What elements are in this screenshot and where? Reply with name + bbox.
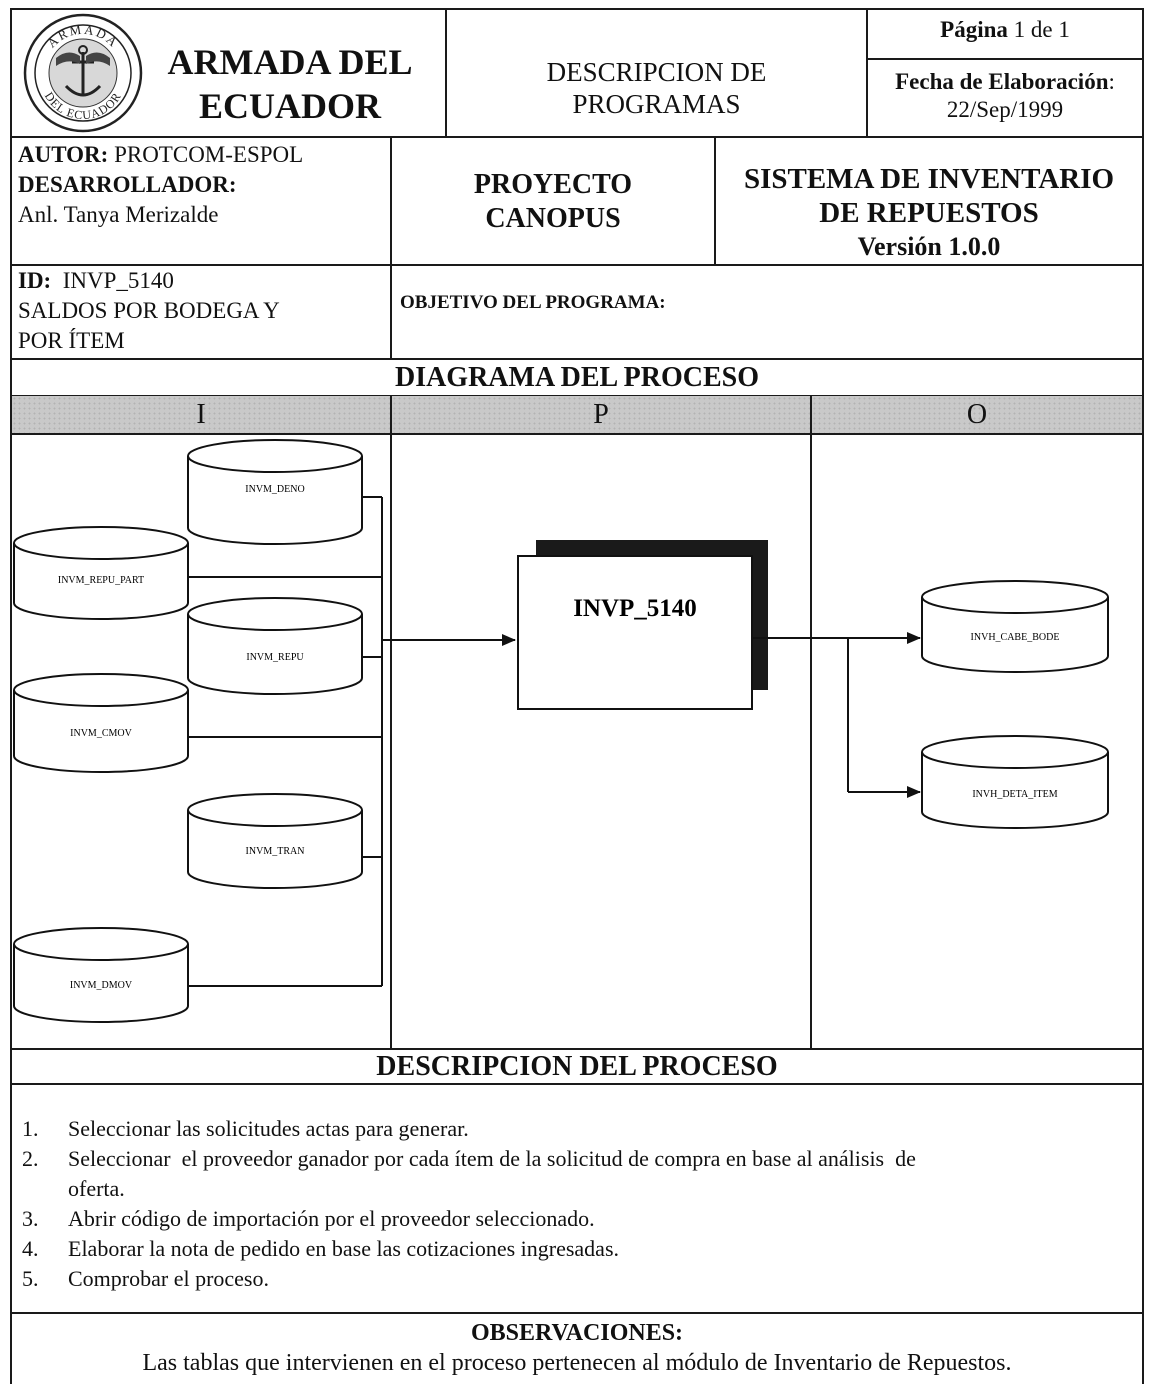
frame-left [10,8,12,1384]
navy-seal-logo: ARMADA DEL ECUADOR [22,12,144,134]
input-table-label: INVM_DMOV [70,980,133,991]
output-table-cylinder: INVH_DETA_ITEM [921,735,1109,829]
process-step: 2. Seleccionar el proveedor ganador por … [22,1144,1132,1174]
step-number: 5. [22,1266,39,1291]
id-value: INVP_5140 [62,268,174,293]
description-title: DESCRIPCION DEL PROCESO [376,1051,778,1082]
id-desc-line1: SALDOS POR BODEGA Y [18,298,280,323]
org-name-line1: ARMADA DEL [167,42,413,82]
date-value: 22/Sep/1999 [946,97,1064,122]
process-step: 5. Comprobar el proceso. [22,1264,1132,1294]
column-header-output: O [966,399,988,430]
input-table-cylinder: INVM_REPU [187,597,363,695]
step-text-continued: oferta. [68,1176,125,1201]
step-text: Comprobar el proceso. [68,1266,269,1291]
objective-label: OBJETIVO DEL PROGRAMA: [400,292,666,313]
system-line2: DE REPUESTOS [819,197,1039,229]
developer-label: DESARROLLADOR: [18,172,237,197]
process-step: 4. Elaborar la nota de pedido en base la… [22,1234,1132,1264]
id-desc-line2: POR ÍTEM [18,328,125,353]
autor-label: AUTOR: [18,142,109,167]
observations-title: OBSERVACIONES: [470,1320,684,1346]
doc-type-line2: PROGRAMAS [572,89,741,119]
step-number: 1. [22,1116,39,1141]
process-label: INVP_5140 [573,595,697,622]
step-number: 3. [22,1206,39,1231]
step-text: Seleccionar el proveedor ganador por cad… [68,1146,916,1171]
column-header-input: I [196,399,206,430]
input-table-label: INVM_REPU_PART [58,575,144,586]
page-label: Página [940,17,1008,42]
date-label: Fecha de Elaboración [895,69,1109,94]
output-connectors [752,637,849,792]
frame-right [1142,8,1144,1384]
step-text: Abrir código de importación por el prove… [68,1206,595,1231]
project-line1: PROYECTO [473,169,633,200]
process-box [517,555,753,710]
diagram-title: DIAGRAMA DEL PROCESO [394,362,760,393]
input-connectors [188,496,383,987]
input-table-cylinder: INVM_TRAN [187,793,363,889]
developer-value: Anl. Tanya Merizalde [18,202,219,227]
frame-top [10,8,1144,10]
input-table-label: INVM_CMOV [70,728,132,739]
step-number: 2. [22,1146,39,1171]
system-version: Versión 1.0.0 [857,232,1001,261]
observations-text: Las tablas que intervienen en el proceso… [142,1350,1012,1376]
process-step: 1. Seleccionar las solicitudes actas par… [22,1114,1132,1144]
process-step: 3. Abrir código de importación por el pr… [22,1204,1132,1234]
system-line1: SISTEMA DE INVENTARIO [743,163,1115,195]
input-table-cylinder: INVM_CMOV [13,673,189,773]
step-number: 4. [22,1236,39,1261]
input-table-label: INVM_REPU [246,652,304,663]
input-table-label: INVM_TRAN [246,846,305,857]
doc-type-line1: DESCRIPCION DE [546,57,767,87]
input-table-cylinder: INVM_REPU_PART [13,526,189,620]
id-label: ID: [18,268,52,293]
input-table-label: INVM_DENO [245,484,304,495]
page-value: 1 de 1 [1013,17,1070,42]
project-line2: CANOPUS [485,203,621,234]
column-shade-process [392,396,810,433]
column-shade-input [12,396,390,433]
output-table-cylinder: INVH_CABE_BODE [921,580,1109,673]
output-table-label: INVH_CABE_BODE [971,632,1060,643]
process-steps-list: 1. Seleccionar las solicitudes actas par… [22,1114,1132,1294]
org-name-line2: ECUADOR [198,86,381,126]
autor-value: PROTCOM-ESPOL [114,142,304,167]
column-shade-output [812,396,1142,433]
output-table-label: INVH_DETA_ITEM [972,789,1057,800]
input-table-cylinder: INVM_DENO [187,439,363,545]
step-text: Elaborar la nota de pedido en base las c… [68,1236,619,1261]
column-header-process: P [593,399,609,430]
input-table-cylinder: INVM_DMOV [13,927,189,1023]
step-text: Seleccionar las solicitudes actas para g… [68,1116,469,1141]
